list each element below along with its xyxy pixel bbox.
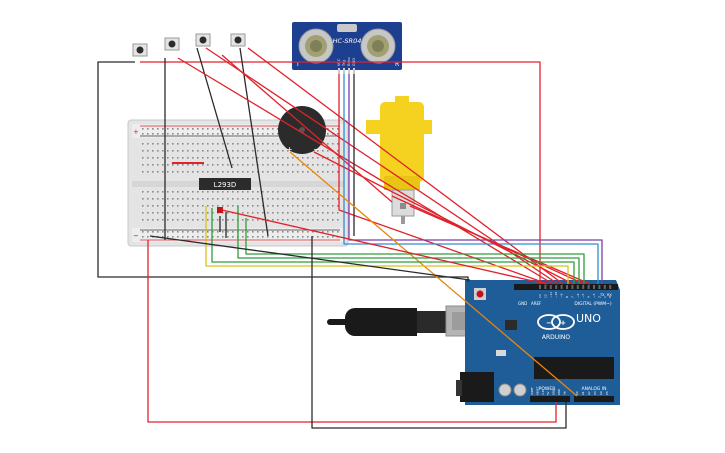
power-header (530, 396, 570, 402)
analog-header (574, 396, 614, 402)
analog-pin-label: A3 (593, 391, 597, 395)
rail-plus-label: + (133, 128, 139, 136)
digital-pin-label: ~3 (592, 293, 596, 298)
analog-pin-label: A4 (599, 391, 603, 395)
wire-yellow (205, 206, 569, 284)
push-button-4[interactable] (230, 33, 246, 47)
wire-black-button4 (239, 47, 269, 237)
l293d-chip: L293D (199, 178, 251, 190)
rail-minus-label: − (133, 232, 139, 240)
push-button-3[interactable] (195, 33, 211, 47)
wire-black-left-loop (97, 61, 469, 282)
dc-gear-motor (366, 96, 432, 224)
wire-motor-red-b (409, 205, 591, 285)
digital-pin-label: ~11 (549, 292, 553, 298)
buzzer-plus-label: + (286, 145, 293, 154)
digital-pin-label: 13 (538, 294, 542, 298)
digital-pin-label: 4 (587, 296, 591, 298)
arduino-model-label: UNO (576, 312, 601, 325)
wire-red-power (147, 240, 557, 423)
piezo-buzzer: + − (278, 106, 326, 154)
sensor-r-mark: R (395, 61, 399, 68)
sensor-model-label: HC-SR04 (333, 37, 362, 45)
push-button-1[interactable] (132, 43, 148, 57)
power-pin-label: 5V (546, 391, 550, 395)
power-pin-label: RESET (535, 386, 539, 395)
digital-pin-label: ~5 (581, 293, 585, 298)
power-pin-label: IOREF (530, 387, 534, 395)
sensor-t-mark: T (295, 61, 300, 68)
svg-text:+: + (560, 319, 566, 327)
chip-body (199, 178, 251, 190)
power-pin-label: 3.3V (541, 389, 545, 395)
wire-black-ground (311, 236, 567, 429)
wire-sensor-echo (348, 74, 603, 284)
aref-label: AREF (531, 301, 542, 306)
digital-pin-label: 8 (565, 296, 569, 298)
power-label: POWER (539, 386, 556, 392)
tx-label: TX (599, 293, 605, 297)
digital-pin-label: 7 (570, 296, 574, 298)
analog-pin-label: A2 (587, 391, 591, 395)
wire-sensor-vcc (338, 74, 549, 285)
digital-pin-label: ~6 (576, 293, 580, 298)
wires (97, 47, 603, 429)
power-pin-label: GND (557, 389, 561, 395)
wire-red-button1 (177, 57, 554, 285)
power-jack (460, 372, 494, 402)
wire-black-rail-diag (149, 235, 471, 281)
led-component (217, 207, 223, 213)
wire-red-top-loop (140, 61, 541, 284)
wire-green-a (211, 208, 575, 284)
chip-label: L293D (214, 181, 237, 189)
power-pin-label: Vin (562, 391, 566, 395)
wire-sensor-trig (343, 74, 599, 284)
analog-pin-label: A0 (575, 391, 579, 395)
analog-label: ANALOG IN (581, 386, 606, 392)
power-pin-label: GND (552, 389, 556, 395)
digital-pin-label: 1 (603, 296, 607, 298)
svg-text:−: − (546, 319, 552, 327)
push-buttons (132, 33, 246, 57)
wire-black-button3 (196, 47, 233, 169)
wire-green-b (237, 206, 580, 284)
arduino-brand-label: ARDUINO (542, 334, 571, 341)
arduino-uno-board: − + ARDUINO UNO DIGITAL (PWM~) AREF GND … (327, 280, 620, 405)
digital-pin-label: ~9 (560, 293, 564, 298)
digital-pin-label: 0 (608, 296, 612, 298)
digital-pin-label: ~10 (554, 292, 558, 298)
wire-red-led (221, 209, 547, 285)
analog-pin-label: A1 (581, 391, 585, 395)
wire-buzzer-orange (289, 151, 578, 397)
analog-pin-label: A5 (605, 391, 609, 395)
sensor-crystal (337, 24, 357, 32)
digital-pin-label: 2 (597, 296, 601, 298)
atmega-chip (534, 357, 614, 379)
push-button-2[interactable] (164, 37, 180, 51)
sensor-pin-label: Trig (342, 60, 346, 67)
rx-label: RX (607, 293, 612, 297)
buzzer-minus-label: − (313, 145, 320, 154)
digital-header-label: DIGITAL (PWM~) (574, 301, 612, 307)
breadboard-holes (142, 128, 339, 238)
gnd-label: GND (518, 301, 527, 306)
digital-pin-label: 12 (543, 294, 547, 298)
motor-gearbox (380, 102, 424, 182)
wire-red-button3 (247, 47, 564, 285)
